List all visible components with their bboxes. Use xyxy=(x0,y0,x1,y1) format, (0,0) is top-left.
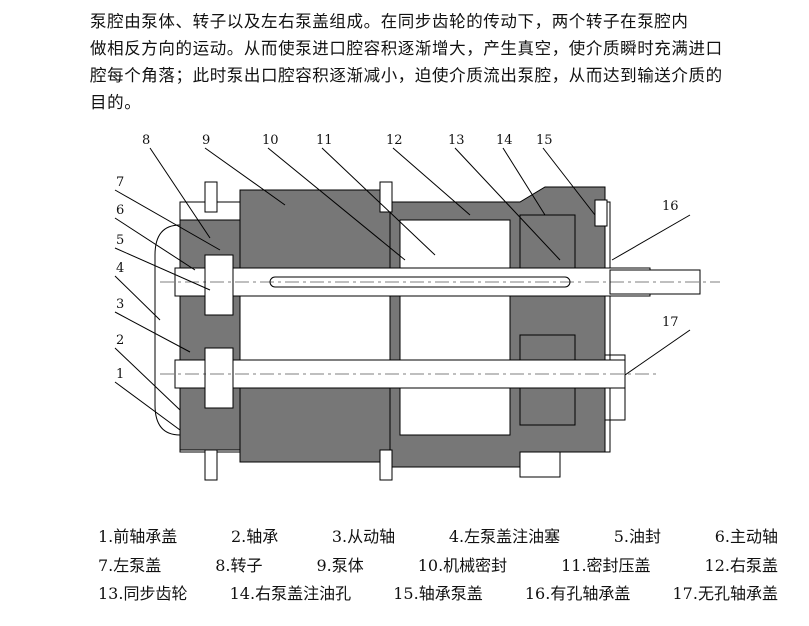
callout-7: 7 xyxy=(116,175,124,190)
callout-3: 3 xyxy=(116,297,124,312)
callout-15: 15 xyxy=(536,133,553,148)
callout-8: 8 xyxy=(142,133,150,148)
leader-17 xyxy=(624,329,691,376)
legend-item: 6.主动轴 xyxy=(714,527,778,546)
legend-item: 12.右泵盖 xyxy=(704,555,778,575)
paragraph-line-2: 做相反方向的运动。从而使泵进口腔容积逐渐增大，产生真空，使介质瞬时充满进口 xyxy=(90,39,723,58)
callout-10: 10 xyxy=(262,133,279,148)
leader-14 xyxy=(502,147,546,216)
legend-item: 1.前轴承盖 xyxy=(98,527,178,546)
leader-13 xyxy=(454,147,561,261)
description-paragraph: 泵腔由泵体、转子以及左右泵盖组成。在同步齿轮的传动下，两个转子在泵腔内 做相反方… xyxy=(90,8,780,116)
legend-item: 7.左泵盖 xyxy=(98,555,162,575)
pump-base xyxy=(519,451,561,478)
paragraph-line-1: 泵腔由泵体、转子以及左右泵盖组成。在同步齿轮的传动下，两个转子在泵腔内 xyxy=(90,12,689,31)
callout-12: 12 xyxy=(386,133,403,148)
leader-12 xyxy=(392,147,471,216)
callout-14: 14 xyxy=(496,133,513,148)
paragraph-line-4: 目的。 xyxy=(90,93,142,112)
leader-15 xyxy=(542,147,596,216)
pump-body-lower xyxy=(239,379,391,463)
legend-item: 17.无孔轴承盖 xyxy=(672,584,778,603)
bolt-far-right xyxy=(594,199,608,227)
leader-5 xyxy=(114,247,211,291)
leader-16 xyxy=(611,214,691,261)
legend-item: 3.从动轴 xyxy=(331,527,396,546)
leader-10 xyxy=(267,147,406,261)
callout-13: 13 xyxy=(448,133,465,148)
legend-row: 7.左泵盖 8.转子 9.泵体 10.机械密封 11.密封压盖 12.右泵盖 xyxy=(98,552,778,581)
legend-item: 9.泵体 xyxy=(316,555,364,575)
legend-item: 2.轴承 xyxy=(230,527,279,546)
bolt-top-left xyxy=(204,181,218,213)
parts-legend: 1.前轴承盖 2.轴承 3.从动轴 4.左泵盖注油塞 5.油封 6.主动轴 7.… xyxy=(98,523,778,609)
leader-4 xyxy=(114,275,161,321)
leader-7 xyxy=(114,189,221,251)
leader-9 xyxy=(204,147,286,206)
pump-cross-section-diagram: 8 9 10 11 12 13 14 15 7 6 5 4 3 2 1 16 1… xyxy=(114,133,720,481)
callout-1: 1 xyxy=(116,367,124,382)
front-bearing-cover xyxy=(154,224,181,436)
leader-8 xyxy=(149,147,211,239)
rear-bearing-cover xyxy=(605,354,626,421)
inner-cavity xyxy=(399,219,511,436)
callout-4: 4 xyxy=(116,261,124,276)
bearing-upper xyxy=(204,254,234,316)
leader-6 xyxy=(114,217,196,271)
callout-5: 5 xyxy=(116,233,124,248)
legend-item: 10.机械密封 xyxy=(417,555,508,575)
legend-item: 15.轴承泵盖 xyxy=(393,584,483,603)
legend-row: 1.前轴承盖 2.轴承 3.从动轴 4.左泵盖注油塞 5.油封 6.主动轴 xyxy=(98,523,778,552)
callout-16: 16 xyxy=(662,199,679,214)
legend-item: 5.油封 xyxy=(613,527,662,546)
leader-2 xyxy=(114,347,181,411)
legend-item: 13.同步齿轮 xyxy=(98,584,188,603)
legend-row: 13.同步齿轮 14.右泵盖注油孔 15.轴承泵盖 16.有孔轴承盖 17.无孔… xyxy=(98,580,778,609)
callout-2: 2 xyxy=(116,333,124,348)
legend-item: 11.密封压盖 xyxy=(561,555,651,575)
callout-11: 11 xyxy=(316,133,333,148)
callout-9: 9 xyxy=(202,133,210,148)
legend-item: 16.有孔轴承盖 xyxy=(524,584,631,603)
legend-item: 14.右泵盖注油孔 xyxy=(229,584,352,603)
paragraph-line-3: 腔每个角落；此时泵出口腔容积逐渐减小，迫使介质流出泵腔，从而达到输送介质的 xyxy=(90,66,723,85)
callout-6: 6 xyxy=(116,203,124,218)
legend-item: 8.转子 xyxy=(215,555,263,575)
leader-1 xyxy=(114,381,181,431)
leader-3 xyxy=(114,311,191,353)
leader-11 xyxy=(321,147,436,256)
callout-17: 17 xyxy=(662,315,679,330)
bolt-top-right xyxy=(379,181,393,213)
bolt-bottom-left xyxy=(204,449,218,481)
bolt-bottom-right xyxy=(379,449,393,481)
bearing-lower xyxy=(204,347,234,409)
legend-item: 4.左泵盖注油塞 xyxy=(448,527,561,546)
